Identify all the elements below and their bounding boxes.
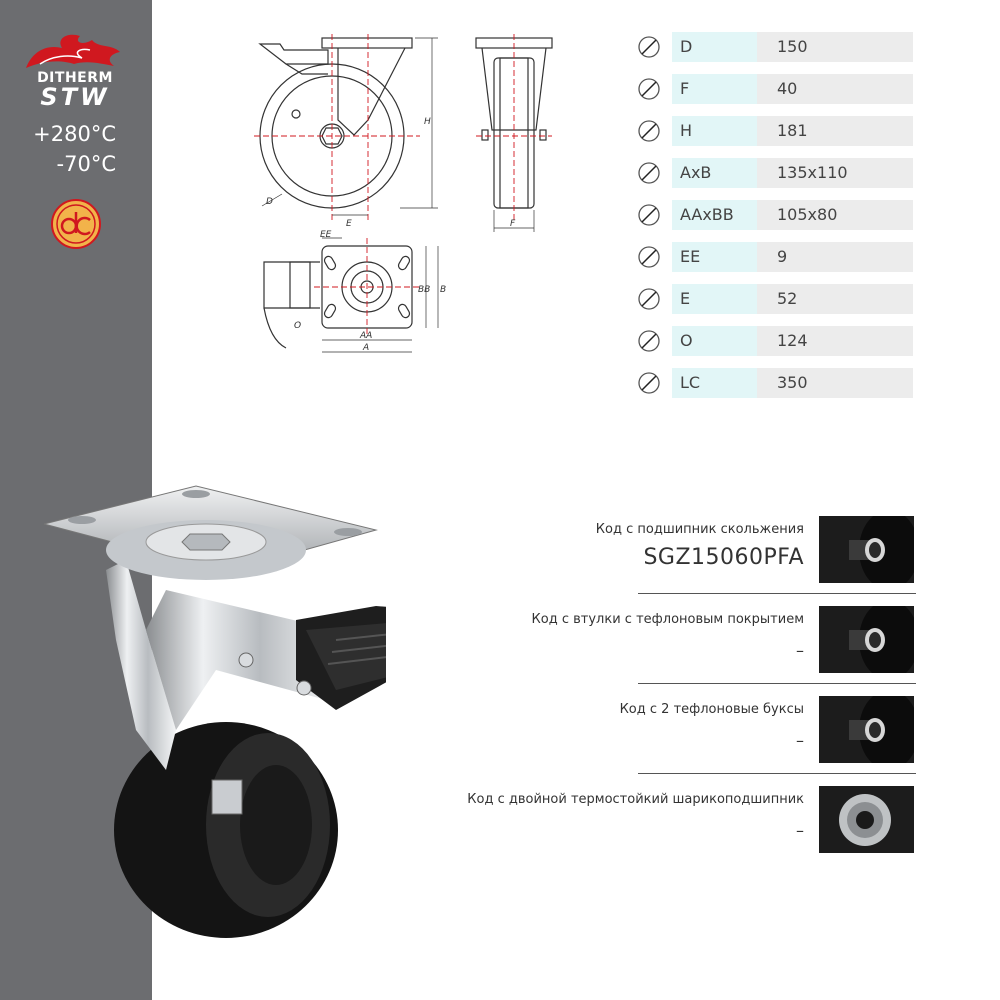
sidebar: DITHERM STW +280°C -70°C: [0, 0, 152, 1000]
wheel-diameter-icon: [638, 36, 660, 58]
dc-logo-icon: [51, 199, 101, 249]
code-label: Код с втулки с тефлоновым покрытием: [531, 612, 804, 627]
dim-label-ee: EE: [320, 230, 332, 240]
flame-logo-icon: [26, 34, 120, 68]
hole-spacing-icon: [638, 204, 660, 226]
offset-icon: [638, 288, 660, 310]
divider: [638, 773, 916, 774]
spec-value: 350: [757, 368, 913, 398]
height-icon: [638, 120, 660, 142]
top-view-drawing: EE BB B AA A O: [263, 230, 446, 353]
divider: [638, 683, 916, 684]
hole-diameter-icon: [638, 246, 660, 268]
code-block: Код с 2 тефлоновые буксы –: [620, 702, 804, 750]
dim-label-b: B: [440, 285, 446, 295]
spec-value: 52: [757, 284, 913, 314]
dim-label-e: E: [346, 219, 352, 229]
spec-value: 150: [757, 32, 913, 62]
code-value: –: [796, 821, 804, 840]
teflon-bushings-icon: [819, 696, 914, 763]
spec-value: 124: [757, 326, 913, 356]
teflon-sleeve-icon: [819, 606, 914, 673]
code-value: SGZ15060PFA: [643, 545, 804, 570]
plate-size-icon: [638, 162, 660, 184]
code-label: Код с подшипник скольжения: [595, 522, 804, 537]
wheel-width-icon: [638, 78, 660, 100]
code-value: –: [796, 641, 804, 660]
spec-value: 105x80: [757, 200, 913, 230]
max-temperature: +280°C: [33, 122, 116, 146]
code-label: Код с 2 тефлоновые буксы: [619, 702, 804, 717]
dim-label-f: F: [510, 219, 516, 229]
side-view-drawing: H D E: [254, 34, 438, 229]
code-block: Код с втулки с тефлоновым покрытием –: [532, 612, 804, 660]
dim-label-d: D: [266, 197, 273, 207]
ball-bearing-icon: [819, 786, 914, 853]
dim-label-a: A: [362, 343, 369, 353]
code-block: Код с двойной термостойкий шарикоподшипн…: [467, 792, 804, 840]
plain-bearing-icon: [819, 516, 914, 583]
dim-label-bb: BB: [418, 285, 430, 295]
dim-label-h: H: [424, 117, 431, 127]
load-capacity-icon: [638, 372, 660, 394]
swivel-radius-icon: [638, 330, 660, 352]
dim-label-aa: AA: [359, 331, 372, 341]
front-view-drawing: F: [475, 34, 553, 232]
spec-value: 9: [757, 242, 913, 272]
brand-name-line1: DITHERM: [37, 70, 113, 86]
code-value: –: [796, 731, 804, 750]
code-label: Код с двойной термостойкий шарикоподшипн…: [467, 792, 804, 807]
dim-label-o: O: [294, 321, 301, 331]
brand-name-line2: STW: [40, 83, 110, 111]
spec-value: 135x110: [757, 158, 913, 188]
min-temperature: -70°C: [56, 152, 116, 176]
spec-value: 40: [757, 74, 913, 104]
spec-value: 181: [757, 116, 913, 146]
divider: [638, 593, 916, 594]
caster-wheel-photo: [43, 485, 386, 938]
